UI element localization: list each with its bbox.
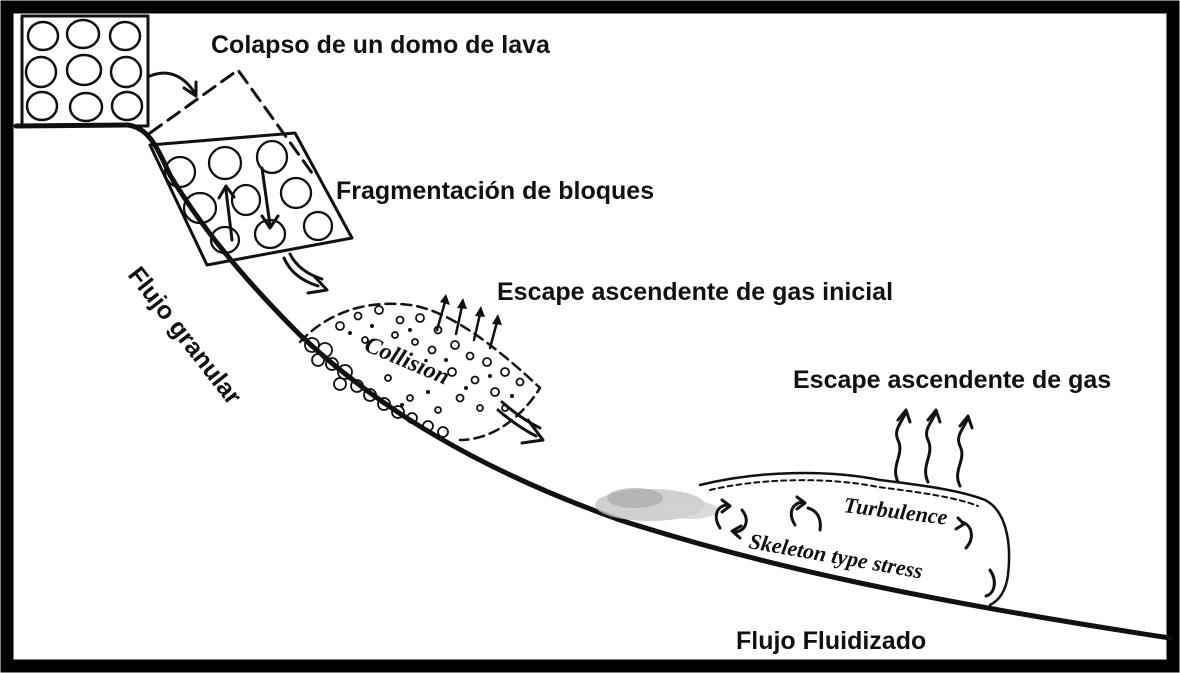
dust-cloud [595, 488, 718, 521]
label-fluidized-flow: Flujo Fluidizado [736, 627, 926, 655]
lava-dome [20, 14, 150, 128]
block-motion-arrow [282, 252, 329, 295]
turbulence-arrows [714, 495, 996, 598]
fragmenting-block [148, 131, 354, 267]
gas-escape-arrows [894, 408, 974, 488]
label-lava-dome-collapse: Colapso de un domo de lava [211, 31, 551, 59]
fluidized-flow-body [698, 471, 1011, 607]
initial-gas-arrows [435, 294, 502, 350]
label-turbulence: Turbulence [842, 492, 949, 530]
label-initial-gas-escape: Escape ascendente de gas inicial [497, 278, 893, 306]
label-gas-escape: Escape ascendente de gas [793, 366, 1111, 394]
collision-zone [298, 302, 542, 442]
collision-motion-arrow [496, 400, 545, 445]
label-granular-flow: Flujo granular [122, 261, 247, 410]
collapse-arrow [148, 71, 196, 94]
label-block-fragmentation: Fragmentación de bloques [336, 177, 654, 205]
label-collision: Collision [361, 332, 453, 391]
collapsed-block-outline [148, 68, 314, 175]
